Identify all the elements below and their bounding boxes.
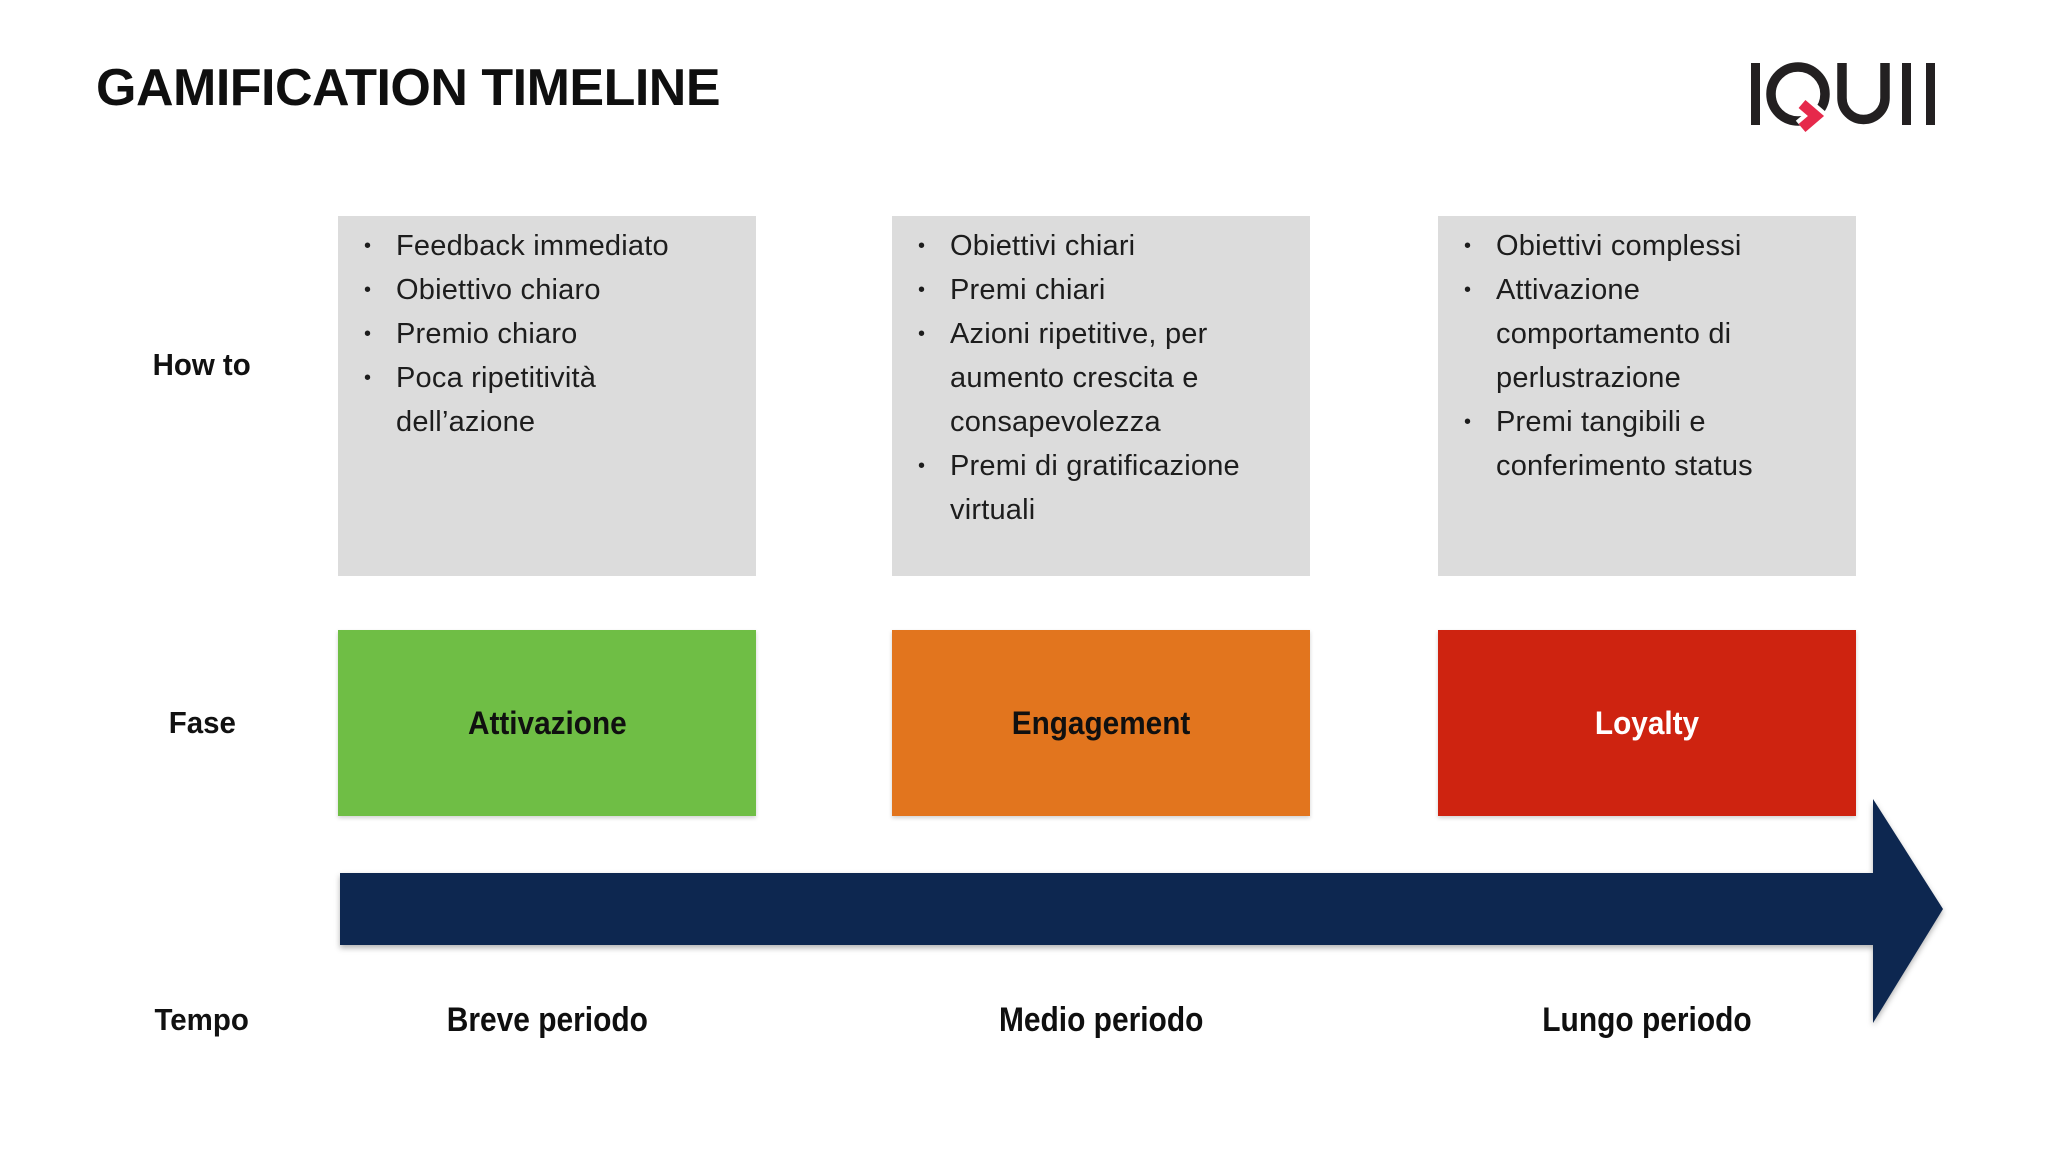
bullet-icon: • [918,323,926,345]
bullet-icon: • [364,279,372,301]
list-item: •Premi chiari [914,268,1290,312]
phase-label: Loyalty [1594,704,1700,741]
list-item: •Premi tangibili e conferimento status [1460,400,1836,488]
list-item: •Feedback immediato [360,224,736,268]
bullet-list: •Obiettivi chiari •Premi chiari •Azioni … [914,224,1290,532]
period-label-breve: Breve periodo [446,1000,648,1039]
logo-arrow-icon [1798,100,1825,132]
page-title: GAMIFICATION TIMELINE [96,59,721,117]
list-item: •Poca ripetitività dell’azione [360,356,736,444]
list-item: •Premi di gratificazione virtuali [914,444,1290,532]
logo-letter-u [1837,63,1890,125]
phase-box-loyalty: Loyalty [1438,630,1856,816]
bullet-icon: • [364,323,372,345]
how-to-box-loyalty: •Obiettivi complessi •Attivazione compor… [1438,216,1856,576]
row-label-how-to: How to [152,347,252,382]
logo-letter-i2 [1902,63,1911,125]
bullet-icon: • [1464,235,1472,257]
bullet-icon: • [918,235,926,257]
period-label-lungo: Lungo periodo [1542,1000,1752,1039]
bullet-icon: • [918,455,926,477]
how-to-box-engagement: •Obiettivi chiari •Premi chiari •Azioni … [892,216,1310,576]
phase-label: Engagement [1011,704,1191,741]
list-item: •Obiettivi complessi [1460,224,1836,268]
list-item: •Obiettivi chiari [914,224,1290,268]
row-label-fase: Fase [168,705,236,740]
list-item: •Premio chiaro [360,312,736,356]
logo-letter-i1 [1751,63,1760,125]
bullet-list: •Obiettivi complessi •Attivazione compor… [1460,224,1836,488]
bullet-icon: • [1464,279,1472,301]
logo-letter-i3 [1926,63,1935,125]
bullet-list: •Feedback immediato •Obiettivo chiaro •P… [360,224,736,444]
bullet-icon: • [1464,411,1472,433]
phase-box-engagement: Engagement [892,630,1310,816]
bullet-icon: • [918,279,926,301]
phase-box-attivazione: Attivazione [338,630,756,816]
list-item: •Obiettivo chiaro [360,268,736,312]
bullet-icon: • [364,367,372,389]
how-to-box-attivazione: •Feedback immediato •Obiettivo chiaro •P… [338,216,756,576]
bullet-icon: • [364,235,372,257]
row-label-tempo: Tempo [154,1002,250,1037]
timeline-arrow-icon [340,799,1943,1023]
list-item: •Azioni ripetitive, per aumento crescita… [914,312,1290,444]
period-label-medio: Medio periodo [998,1000,1204,1039]
timeline-arrow-shape [340,799,1943,1023]
phase-label: Attivazione [467,704,627,741]
iquii-logo [1751,62,1935,132]
list-item: •Attivazione comportamento di perlustraz… [1460,268,1836,400]
